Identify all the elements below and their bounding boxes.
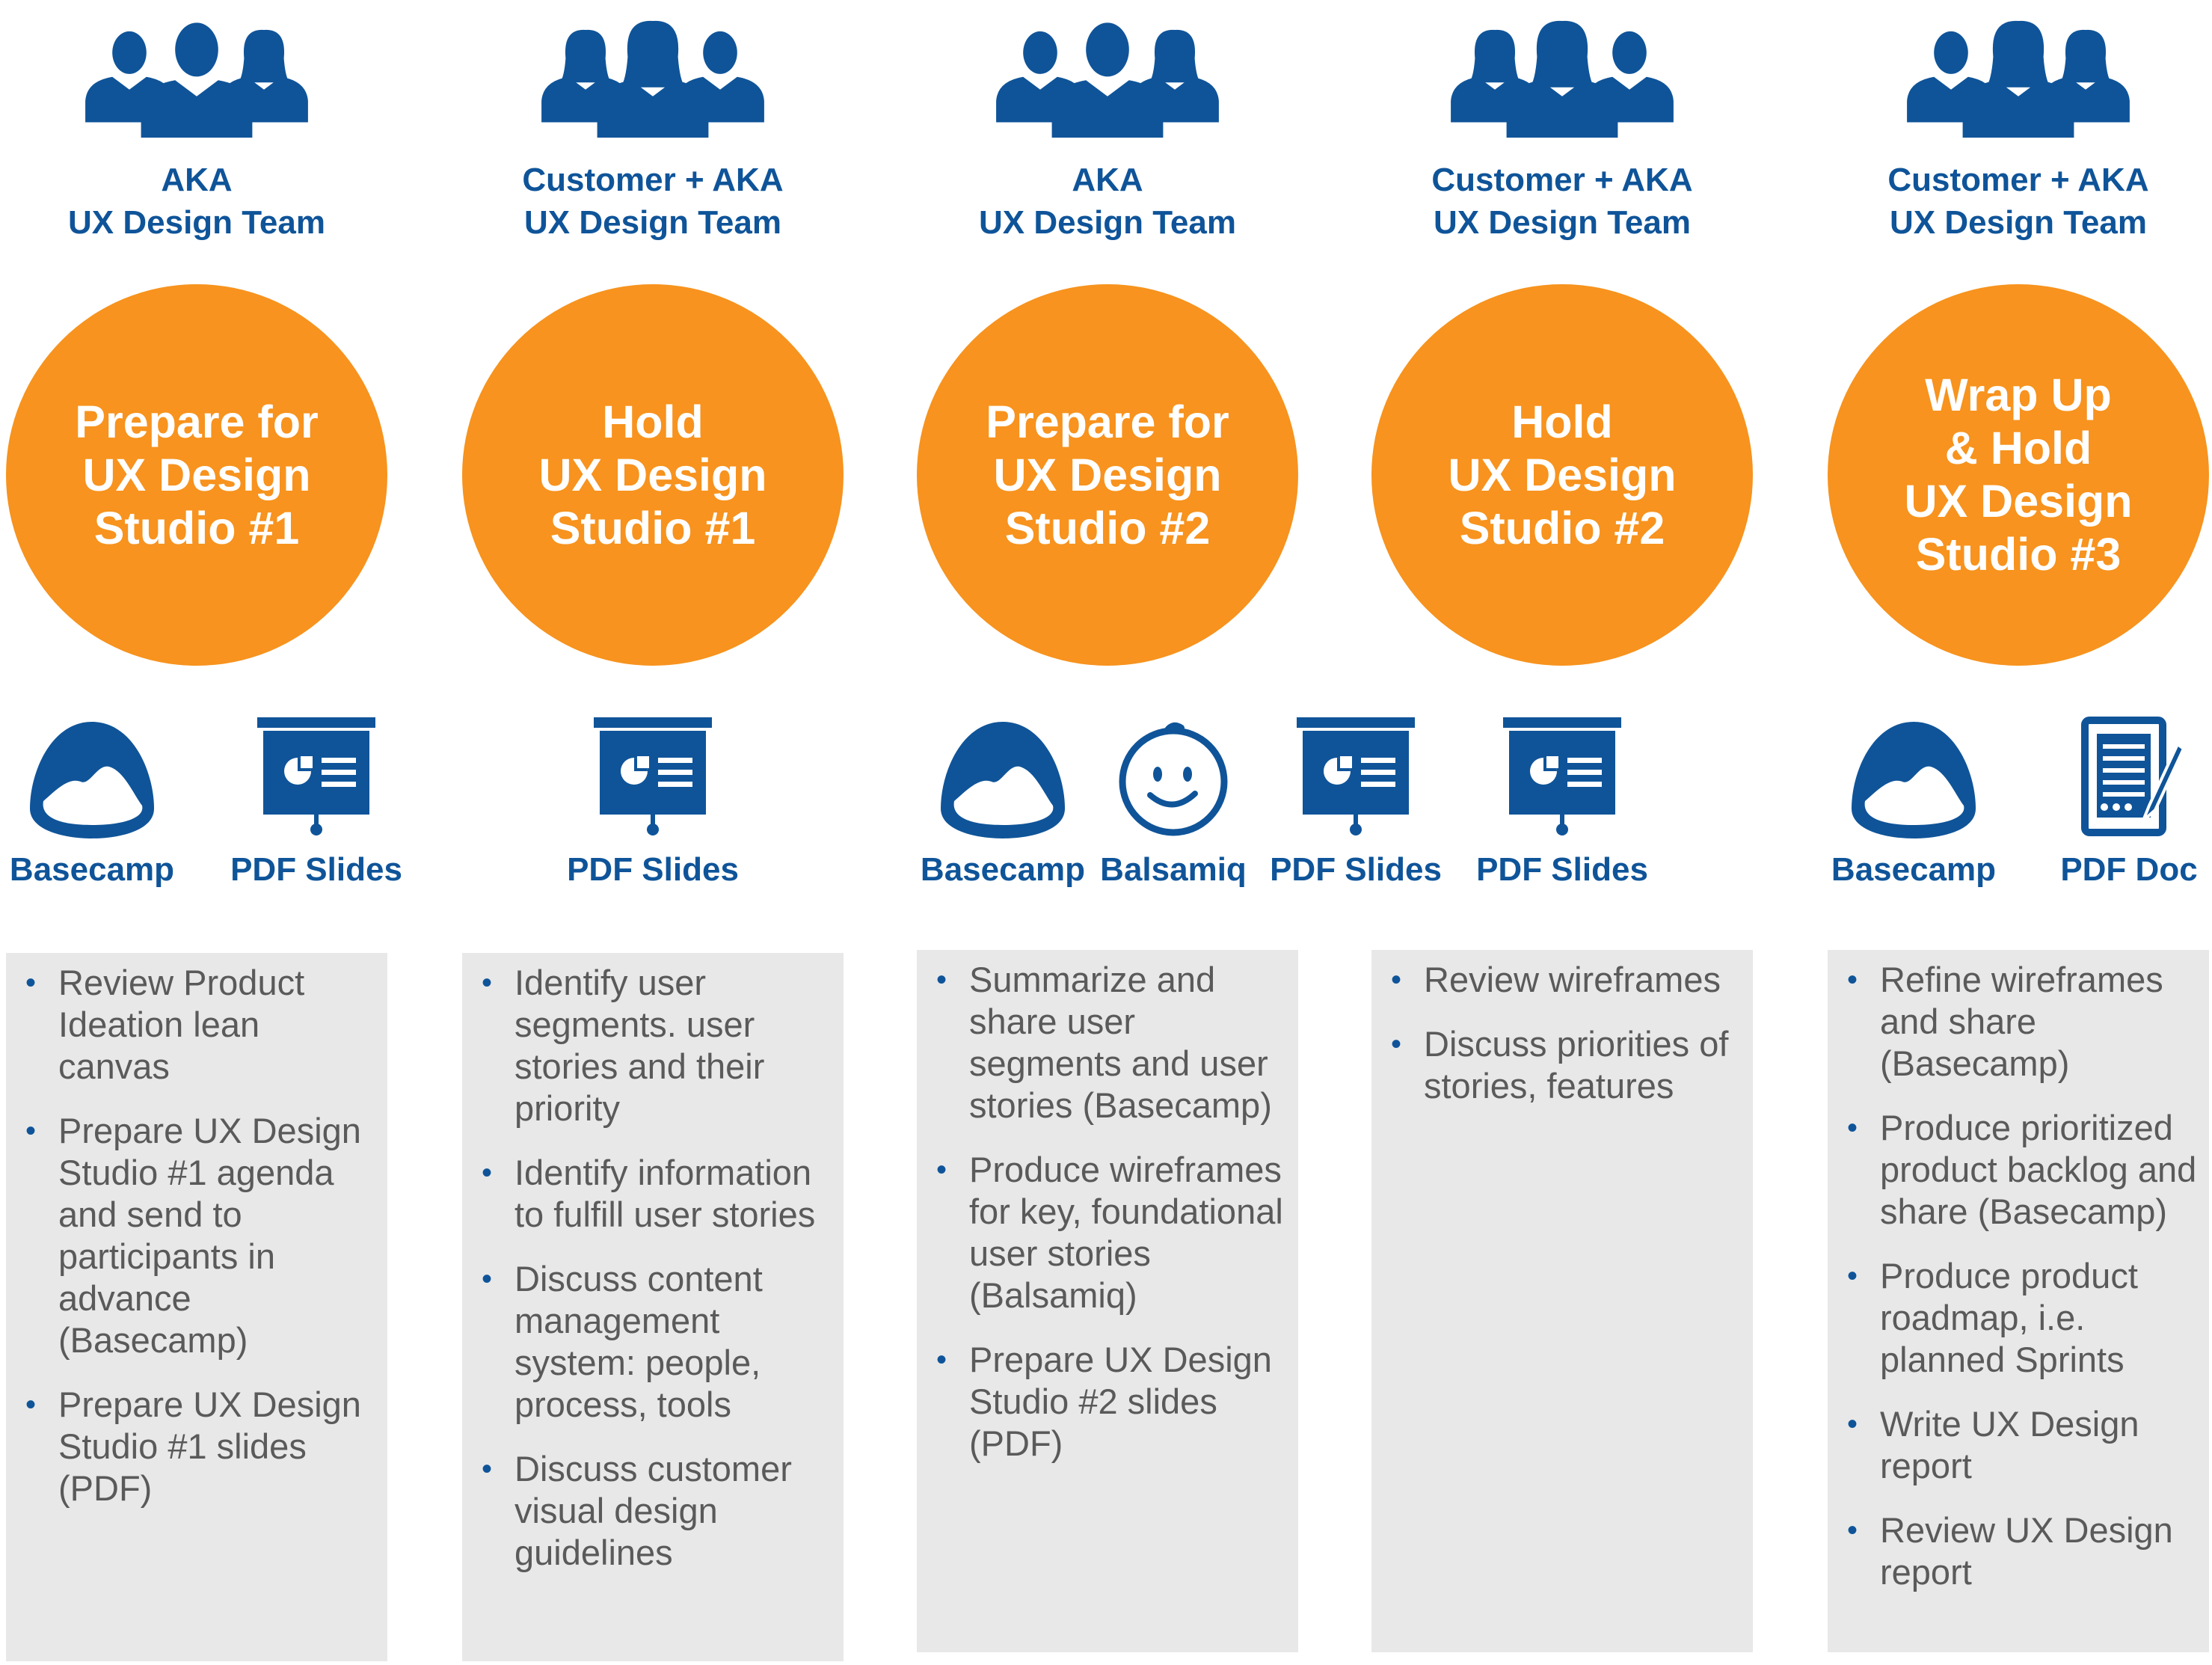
basecamp-icon (1852, 722, 1976, 838)
tool-label: Basecamp (920, 851, 1086, 888)
task-item: Discuss priorities of stories, features (1391, 1023, 1744, 1107)
task-item: Review Product Ideation lean canvas (25, 962, 378, 1088)
team-icon-wrap (6, 19, 387, 154)
tool-label: PDF Slides (1476, 851, 1648, 888)
task-box: Refine wireframes and share (Basecamp) Pr… (1828, 950, 2209, 1652)
tool-label: Basecamp (9, 851, 175, 888)
tool-label: PDF Doc (2060, 851, 2198, 888)
task-list: Refine wireframes and share (Basecamp) Pr… (1828, 950, 2209, 1593)
step-circle: Prepare for UX Design Studio #2 (917, 284, 1298, 666)
team-3-people-icon (541, 20, 764, 138)
team-icon-wrap (462, 19, 844, 154)
task-item: Produce product roadmap, i.e. planned Sp… (1847, 1255, 2200, 1381)
tool-label: PDF Slides (567, 851, 739, 888)
step-circle: Hold UX Design Studio #1 (462, 284, 844, 666)
task-box: Review wireframesDiscuss priorities of s… (1371, 950, 1753, 1652)
task-item: Identify information to fulfill user sto… (482, 1152, 835, 1236)
team-label-line: AKA (1072, 162, 1143, 198)
team-label: Customer + AKA UX Design Team (462, 159, 844, 244)
task-item: Prepare UX Design Studio #1 slides (PDF) (25, 1384, 378, 1509)
tool-label: PDF Slides (1270, 851, 1442, 888)
document-icon (2081, 717, 2186, 836)
team-3-people-icon (1451, 20, 1674, 138)
task-item: Summarize and share user segments and us… (936, 959, 1289, 1126)
team-label-line: UX Design Team (1434, 204, 1691, 241)
task-item: Discuss customer visual design guideline… (482, 1448, 835, 1574)
team-label: AKA UX Design Team (917, 159, 1298, 244)
tool-item: Basecamp (909, 714, 1096, 894)
task-box: Summarize and share user segments and us… (917, 950, 1298, 1652)
task-box: Identify user segments. user stories and… (462, 953, 844, 1661)
tool-item: Basecamp (6, 714, 178, 894)
task-list: Review Product Ideation lean canvasPrepa… (6, 953, 387, 1509)
tool-item: PDF Slides (223, 714, 410, 894)
task-item: Produce wireframes for key, foundational… (936, 1149, 1289, 1316)
team-label-line: UX Design Team (68, 204, 325, 241)
task-item: Refine wireframes and share (Basecamp) (1847, 959, 2200, 1085)
task-item: Review UX Design report (1847, 1509, 2200, 1593)
team-icon-wrap (1828, 19, 2209, 154)
tools-row: Basecamp Balsamiq PDF Slides (917, 714, 1442, 894)
team-label: AKA UX Design Team (6, 159, 387, 244)
tool-item: Balsamiq (1087, 714, 1259, 894)
step-title: Hold UX Design Studio #2 (1448, 396, 1677, 554)
tool-item: PDF Slides (1469, 714, 1656, 894)
task-list: Identify user segments. user stories and… (462, 953, 844, 1574)
task-list: Summarize and share user segments and us… (917, 950, 1298, 1465)
tool-label: Balsamiq (1100, 851, 1247, 888)
presentation-icon (257, 717, 375, 835)
team-3-people-icon (996, 22, 1219, 138)
tool-item: Basecamp (1828, 714, 2000, 894)
task-item: Review wireframes (1391, 959, 1744, 1001)
tools-row: Basecamp PDF Doc (1828, 714, 2209, 894)
team-icon-wrap (1371, 19, 1753, 154)
step-title: Hold UX Design Studio #1 (538, 396, 767, 554)
team-label-line: Customer + AKA (522, 162, 784, 198)
team-label: Customer + AKA UX Design Team (1371, 159, 1753, 244)
tools-row: PDF Slides (1371, 714, 1753, 894)
step-circle: Wrap Up & Hold UX Design Studio #3 (1828, 284, 2209, 666)
step-title: Prepare for UX Design Studio #2 (986, 396, 1229, 554)
tool-label: Basecamp (1831, 851, 1997, 888)
task-item: Prepare UX Design Studio #2 slides (PDF) (936, 1339, 1289, 1465)
basecamp-icon (941, 722, 1065, 838)
tool-item: PDF Slides (559, 714, 746, 894)
task-item: Produce prioritized product backlog and … (1847, 1107, 2200, 1233)
step-title: Wrap Up & Hold UX Design Studio #3 (1904, 370, 2133, 580)
step-title: Prepare for UX Design Studio #1 (75, 396, 319, 554)
task-box: Review Product Ideation lean canvasPrepa… (6, 953, 387, 1661)
step-circle: Hold UX Design Studio #2 (1371, 284, 1753, 666)
task-item: Discuss content management system: peopl… (482, 1258, 835, 1426)
team-label-line: UX Design Team (1890, 204, 2147, 241)
team-3-people-icon (1907, 20, 2130, 138)
step-circle: Prepare for UX Design Studio #1 (6, 284, 387, 666)
team-label: Customer + AKA UX Design Team (1828, 159, 2209, 244)
team-label-line: AKA (161, 162, 233, 198)
tool-label: PDF Slides (230, 851, 402, 888)
team-3-people-icon (85, 22, 308, 138)
team-label-line: Customer + AKA (1887, 162, 2149, 198)
task-item: Write UX Design report (1847, 1403, 2200, 1487)
balsamiq-icon (1119, 722, 1228, 836)
tools-row: Basecamp PDF Slides (6, 714, 402, 894)
presentation-icon (1297, 717, 1415, 835)
task-list: Review wireframesDiscuss priorities of s… (1371, 950, 1753, 1107)
tool-item: PDF Doc (2036, 714, 2212, 894)
team-icon-wrap (917, 19, 1298, 154)
task-item: Prepare UX Design Studio #1 agenda and s… (25, 1110, 378, 1361)
team-label-line: Customer + AKA (1431, 162, 1693, 198)
presentation-icon (1503, 717, 1621, 835)
team-label-line: UX Design Team (524, 204, 781, 241)
basecamp-icon (30, 722, 154, 838)
team-label-line: UX Design Team (979, 204, 1236, 241)
tool-item: PDF Slides (1262, 714, 1449, 894)
tools-row: PDF Slides (462, 714, 844, 894)
presentation-icon (594, 717, 712, 835)
task-item: Identify user segments. user stories and… (482, 962, 835, 1129)
